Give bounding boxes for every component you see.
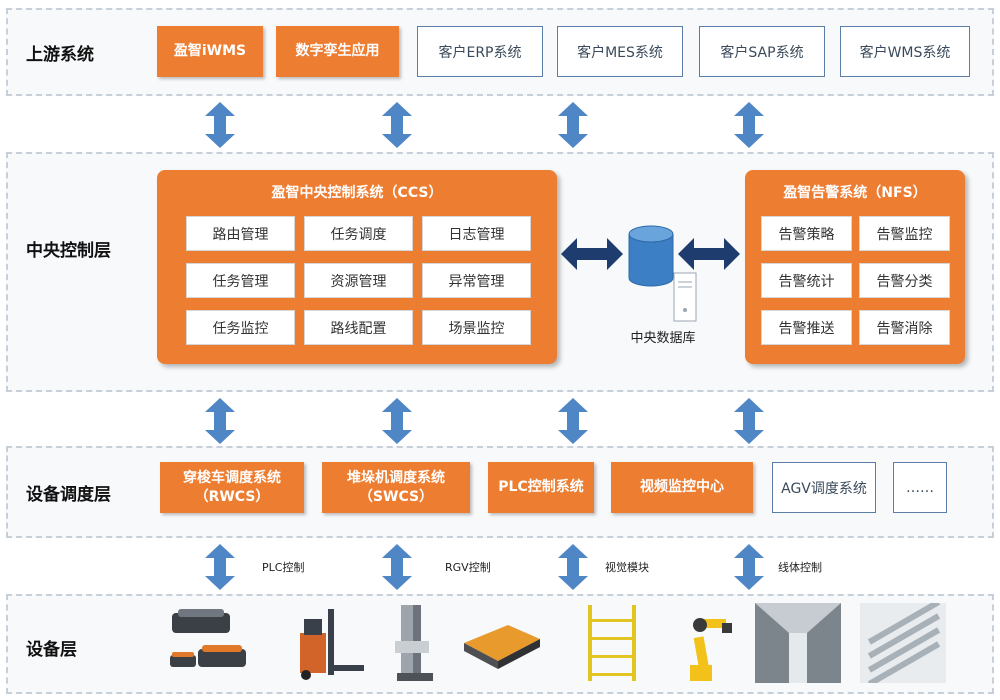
ccs-module-route-config[interactable]: 路线配置 <box>304 310 413 345</box>
ccs-module-task-management[interactable]: 任务管理 <box>186 263 295 298</box>
nfs-module-push[interactable]: 告警推送 <box>761 310 852 345</box>
swcs-abbr: （SWCS） <box>358 488 434 505</box>
double-arrow-icon <box>205 102 235 148</box>
double-arrow-icon <box>734 398 764 444</box>
ccs-module-scene-monitor[interactable]: 场景监控 <box>422 310 531 345</box>
nfs-module-monitor[interactable]: 告警监控 <box>859 216 950 251</box>
roller-conveyor-image <box>860 603 946 683</box>
warehouse-aisle-image <box>755 603 841 683</box>
upstream-customer-mes[interactable]: 客户MES系统 <box>557 26 683 77</box>
double-arrow-icon <box>382 398 412 444</box>
double-arrow-icon <box>678 238 740 270</box>
swcs-name: 堆垛机调度系统 <box>347 469 445 486</box>
ccs-module-resource[interactable]: 资源管理 <box>304 263 413 298</box>
dispatch-swcs[interactable]: 堆垛机调度系统 （SWCS） <box>322 462 470 513</box>
double-arrow-icon <box>561 238 623 270</box>
connection-label-conveyor: 线体控制 <box>778 561 822 574</box>
upstream-digital-twin[interactable]: 数字孪生应用 <box>276 26 399 77</box>
layer-label-device: 设备层 <box>26 640 77 660</box>
server-icon <box>673 272 697 322</box>
stacker-crane-image <box>395 605 433 681</box>
nfs-module-policy[interactable]: 告警策略 <box>761 216 852 251</box>
double-arrow-icon <box>205 398 235 444</box>
dispatch-rwcs[interactable]: 穿梭车调度系统 （RWCS） <box>160 462 304 513</box>
double-arrow-icon <box>734 544 764 590</box>
database-label: 中央数据库 <box>630 331 696 346</box>
connection-label-plc: PLC控制 <box>262 561 305 574</box>
nfs-module-classification[interactable]: 告警分类 <box>859 263 950 298</box>
forklift-agv-image <box>300 609 364 680</box>
connection-label-vision: 视觉模块 <box>605 561 649 574</box>
connection-label-rgv: RGV控制 <box>445 561 491 574</box>
dispatch-plc[interactable]: PLC控制系统 <box>488 462 594 513</box>
nfs-panel: 盈智告警系统（NFS） 告警策略 告警监控 告警统计 告警分类 告警推送 告警消… <box>745 170 965 364</box>
ccs-module-task-scheduling[interactable]: 任务调度 <box>304 216 413 251</box>
robot-arm-image <box>690 618 732 681</box>
layer-label-central: 中央控制层 <box>26 241 111 261</box>
double-arrow-icon <box>558 544 588 590</box>
rwcs-name: 穿梭车调度系统 <box>183 469 281 486</box>
double-arrow-icon <box>558 398 588 444</box>
rwcs-abbr: （RWCS） <box>194 488 270 505</box>
ccs-panel: 盈智中央控制系统（CCS） 路由管理 任务调度 日志管理 任务管理 资源管理 异… <box>157 170 557 364</box>
upstream-customer-sap[interactable]: 客户SAP系统 <box>699 26 825 77</box>
layer-label-upstream: 上游系统 <box>26 45 94 65</box>
upstream-customer-erp[interactable]: 客户ERP系统 <box>417 26 543 77</box>
ccs-module-log[interactable]: 日志管理 <box>422 216 531 251</box>
rack-shelving-image <box>588 605 636 681</box>
double-arrow-icon <box>558 102 588 148</box>
dispatch-video[interactable]: 视频监控中心 <box>611 462 753 513</box>
ccs-module-task-monitor[interactable]: 任务监控 <box>186 310 295 345</box>
upstream-customer-wms[interactable]: 客户WMS系统 <box>840 26 970 77</box>
layer-label-dispatch: 设备调度层 <box>26 485 111 505</box>
dispatch-agv[interactable]: AGV调度系统 <box>772 462 876 513</box>
nfs-module-statistics[interactable]: 告警统计 <box>761 263 852 298</box>
shuttle-car-image <box>464 625 540 669</box>
upstream-iwms[interactable]: 盈智iWMS <box>157 26 263 77</box>
double-arrow-icon <box>205 544 235 590</box>
database-cylinder-icon <box>628 225 674 287</box>
ccs-module-exception[interactable]: 异常管理 <box>422 263 531 298</box>
ccs-title: 盈智中央控制系统（CCS） <box>271 185 443 201</box>
nfs-title: 盈智告警系统（NFS） <box>783 185 927 201</box>
dispatch-more[interactable]: …… <box>893 462 947 513</box>
ccs-module-routing[interactable]: 路由管理 <box>186 216 295 251</box>
nfs-module-clear[interactable]: 告警消除 <box>859 310 950 345</box>
double-arrow-icon <box>734 102 764 148</box>
double-arrow-icon <box>382 102 412 148</box>
agv-robots-image <box>170 609 246 667</box>
double-arrow-icon <box>382 544 412 590</box>
